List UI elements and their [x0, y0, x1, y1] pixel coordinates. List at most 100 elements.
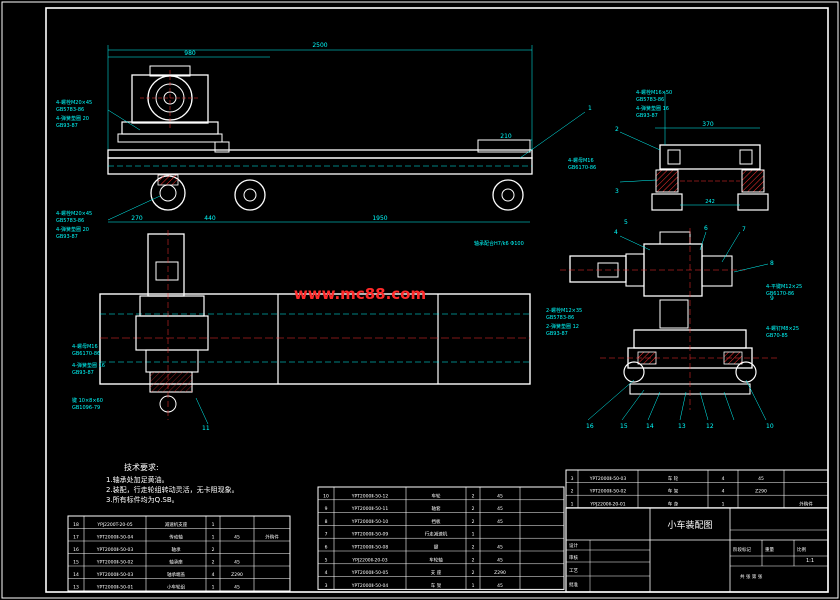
dim-side-inner: 242 — [705, 199, 715, 205]
callout-right-nut-1: 4-螺母M16 — [568, 157, 594, 164]
bom-mid-cell-no: 9 — [325, 506, 328, 512]
label-design: 设计 — [569, 542, 578, 549]
part-number-15: 15 — [620, 423, 628, 430]
callout-sec-std-3: GB6170-86 — [766, 291, 794, 297]
bom-left-cell-no: 17 — [73, 535, 79, 541]
bom-mid-cell-name: 车轮 — [432, 492, 441, 499]
bom-left-cell-code: YPT2000Ⅱ-50-01 — [96, 585, 134, 591]
part-number-4: 4 — [614, 229, 618, 236]
bom-tr-cell-no: 2 — [571, 489, 574, 495]
bom-left-cell-qty: 2 — [212, 560, 215, 566]
bom-mid-cell-code: YPT2000Ⅱ-50-11 — [351, 506, 389, 512]
bom-mid-cell-mat: 45 — [497, 583, 503, 589]
bom-mid-cell-no: 4 — [325, 570, 328, 576]
callout-std-3: GB5783-86 — [56, 218, 84, 224]
tech-requirements: 技术要求: 1.轴承处加足黄油。 2.装配，行走轮组转动灵活，无卡阻现象。 3.… — [106, 462, 239, 504]
bom-mid-cell-no: 6 — [325, 545, 328, 551]
bom-left-cell-name: 小车轮组 — [167, 584, 185, 591]
label-weight: 重量 — [765, 546, 774, 553]
callout-sec-bolt-1: 2-螺栓M12×35 — [546, 307, 582, 314]
callout-nut-1: 4-螺母M16 — [72, 343, 98, 350]
bom-left-cell-name: 传动轴 — [169, 534, 183, 541]
callout-right-washer-1: 4-弹簧垫圈 16 — [636, 105, 669, 112]
side-callouts: 4-螺栓M16×50 GB5783-86 4-弹簧垫圈 16 GB93-87 4… — [568, 89, 672, 171]
part-number-8: 8 — [770, 260, 774, 267]
bom-mid-cell-mat: 45 — [497, 493, 503, 499]
bom-mid-cell-no: 7 — [325, 532, 328, 538]
bom-left-cell-qty: 2 — [212, 547, 215, 553]
bom-left-cell-name: 轴承端盖 — [167, 571, 185, 578]
bom-mid-cell-no: 5 — [325, 557, 328, 563]
watermark: www.mc88.com — [294, 285, 426, 303]
label-sheet: 共 张 第 张 — [740, 573, 763, 580]
bom-mid-cell-qty: 2 — [472, 545, 475, 551]
callout-std-7: GB1096-79 — [72, 405, 100, 411]
bom-tr-cell-code: YPJ2200Ⅱ-20-01 — [589, 501, 625, 507]
dim-side-width: 370 — [702, 121, 714, 128]
callout-sec-washer-1: 2-弹簧垫圈 12 — [546, 323, 579, 330]
bom-mid-cell-name: 车 架 — [431, 582, 442, 589]
bom-left-cell-qty: 1 — [212, 535, 215, 541]
bom-left-cell-qty: 4 — [212, 572, 215, 578]
bom-left-cell-no: 14 — [73, 572, 79, 578]
dim-end-offset: 210 — [500, 133, 512, 140]
bom-mid-cell-code: YPT2000Ⅱ-50-08 — [351, 545, 389, 551]
front-view: 2500 980 210 270 440 1950 — [107, 42, 592, 223]
bom-left-cell-code: YPT2000Ⅱ-50-03 — [96, 572, 134, 578]
bom-left-cell-code: YPT2000Ⅱ-50-02 — [96, 560, 134, 566]
part-number-10: 10 — [766, 423, 774, 430]
callout-right-bolt-1: 4-螺栓M16×50 — [636, 89, 672, 96]
bom-mid-cell-qty: 2 — [472, 570, 475, 576]
part-number-2: 2 — [615, 126, 619, 133]
top-view: 11 — [99, 230, 531, 432]
label-process: 工艺 — [569, 568, 578, 574]
callout-std-1: GB5783-86 — [56, 107, 84, 113]
label-approve: 批准 — [569, 581, 578, 588]
section-part-numbers: 4 5 6 7 8 9 10 12 13 14 15 16 — [586, 219, 774, 430]
callout-bolt-1: 4-螺栓M20×45 — [56, 99, 92, 106]
bom-tr-cell-qty: 4 — [722, 476, 725, 482]
bom-mid-cell-mat: 45 — [497, 557, 503, 563]
bom-left-cell-mat: 45 — [234, 585, 240, 591]
bom-tr-cell-name: 车 身 — [668, 500, 679, 507]
tech-item-3: 3.所有标件均为Q.SB。 — [106, 495, 179, 504]
callout-std-6: GB93-87 — [72, 370, 94, 376]
part-number-9: 9 — [770, 295, 774, 302]
bom-mid-cell-name: 键 — [434, 544, 439, 551]
bom-left-cell-qty: 1 — [212, 522, 215, 528]
bom-tr-cell-name: 车 架 — [668, 488, 679, 495]
part-number-14: 14 — [646, 423, 654, 430]
bom-left-cell-no: 18 — [73, 522, 79, 528]
bom-left-cell-no: 13 — [73, 585, 79, 591]
bom-left-cell-code: YPJ2200T-20-05 — [96, 522, 132, 528]
bom-mid-cell-mat: 45 — [497, 506, 503, 512]
callout-std-2: GB93-87 — [56, 123, 78, 129]
bom-mid-cell-qty: 2 — [472, 493, 475, 499]
bom-left-cell-name: 减速机支座 — [165, 521, 188, 528]
bom-mid-cell-no: 8 — [325, 519, 328, 525]
bom-mid-cell-qty: 2 — [472, 557, 475, 563]
bom-tr-cell-note: 外购件 — [799, 500, 813, 507]
bom-mid-cell-qty: 2 — [472, 506, 475, 512]
part-number-6: 6 — [704, 225, 708, 232]
callout-sec-std-1: GB5783-86 — [546, 315, 574, 321]
bom-mid-cell-code: YPJ2200Ⅱ-20-03 — [351, 557, 387, 563]
bom-mid-cell-name: 挡板 — [432, 518, 441, 525]
callout-sec-screw-1: 4-螺钉M8×25 — [766, 325, 799, 332]
part-number-5: 5 — [624, 219, 628, 226]
wheel-section-view: 轴承配合H7/k6 Φ100 — [474, 228, 780, 421]
bom-left-cell-qty: 1 — [212, 585, 215, 591]
callout-std-5: GB6170-86 — [72, 351, 100, 357]
callout-std-4: GB93-87 — [56, 234, 78, 240]
inner-frame — [45, 7, 829, 593]
label-check: 审核 — [569, 554, 578, 561]
callout-key: 键 10×8×60 — [72, 397, 103, 404]
bom-mid-cell-name: 行走减速机 — [425, 531, 448, 538]
bom-mid-cell-code: YPT2000Ⅱ-50-12 — [351, 493, 389, 499]
callout-washer-1: 4-弹簧垫圈 20 — [56, 115, 89, 122]
dim-wheel-span: 1950 — [372, 215, 387, 222]
bom-mid-cell-qty: 1 — [472, 583, 475, 589]
